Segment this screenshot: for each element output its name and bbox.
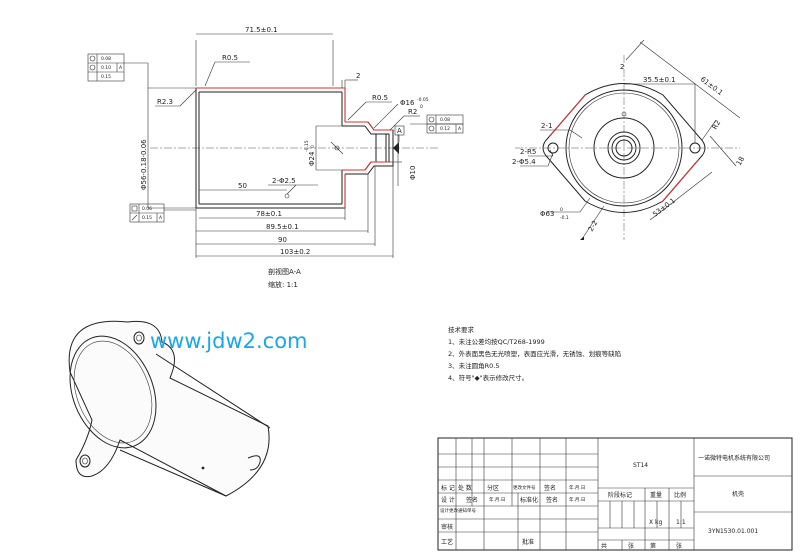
watermark: www.jdw2.com [150,329,308,353]
tb-ratio-val: 1:1 [676,519,686,526]
dim-103: 103±0.2 [280,248,310,256]
dim-78: 78±0.1 [256,210,282,218]
tech-notes: 技术要求 1、未注公差均按QC/T268-1999 2、外表面黑色无光喷塑，表面… [448,325,621,382]
svg-text:0.06: 0.06 [142,206,152,212]
svg-text:A: A [119,65,123,71]
tb-process: 工艺 [441,538,453,546]
tb-part-name: 机壳 [732,490,744,498]
tb-stage: 阶段标记 [608,491,632,499]
tb-date: 年.月.日 [569,484,585,491]
dim-2-phi2-5: 2-Φ2.5 [272,177,296,185]
tb-std: 标准化 [520,496,538,504]
tb-date3: 年.月.日 [569,496,585,503]
dim-2-wall: 2 [356,72,360,80]
dim-89-5: 89.5±0.1 [266,223,299,231]
svg-text:A: A [159,215,163,221]
tolerance-frame-left-bottom: 0.06 0.15 A [129,203,196,223]
tb-count: 处 数 [458,484,472,492]
tech-note-1: 1、未注公差均按QC/T268-1999 [448,337,545,346]
end-view: 61±0.1 35.5±0.1 R2 18 2-1 2-R5 2-Φ5.4 Φ6… [512,39,746,240]
dim-phi16-tol-up: -0.05 [417,97,429,103]
tb-total: 共 [601,542,607,550]
dim-phi63-tol-up: 0 [560,207,563,213]
tb-drawing-no: 3YN1530.01.001 [708,528,758,535]
dim-r2-3: R2.3 [157,98,173,106]
section-view: 71.5±0.1 R0.5 R2.3 2 R0.5 Φ16 -0.05 0 R2… [87,26,464,289]
tb-sign2: 签名 [466,496,478,504]
dim-phi24: Φ24 [308,151,316,166]
title-block: 标 记 处 数 分区 更改文件号 签名 年.月.日 设 计 签名 年.月.日 标… [437,437,793,551]
svg-text:0.08: 0.08 [101,56,111,62]
dim-61: 61±0.1 [699,75,725,97]
dim-35-5: 35.5±0.1 [643,76,676,84]
dim-r0-5-mid: R0.5 [372,94,388,102]
tech-note-2: 2、外表面黑色无光喷塑，表面应光滑，无锈蚀、划痕等缺陷 [448,349,621,358]
dim-phi63-tol-dn: -0.1 [560,215,569,221]
tb-weight-val: X kg [649,519,662,526]
datum-a-label: A [397,127,402,135]
tb-change-doc: 更改文件号 [513,484,536,491]
dim-phi24-tol-up: -0.15 [304,140,310,152]
svg-text:0.15: 0.15 [142,215,152,221]
dim-18: 18 [735,155,746,167]
svg-text:0.10: 0.10 [101,65,111,71]
tb-date2: 年.月.日 [489,496,505,503]
dim-phi16: Φ16 [400,99,415,107]
dim-2-1: 2-1 [541,122,552,130]
tech-note-4: 4、符号"◆"表示修改尺寸。 [448,373,528,382]
dim-2-2: 2-2 [587,219,600,233]
svg-text:0.12: 0.12 [440,126,450,132]
dim-r2-end: R2 [711,119,723,131]
tb-sign3: 签名 [546,496,558,504]
tolerance-frame-right: 0.08 0.12 A [410,114,464,134]
isometric-view [68,320,271,497]
dim-phi16-tol-dn: 0 [420,104,423,110]
dim-2-phi5-4: 2-Φ5.4 [512,158,536,166]
tolerance-frame-left-top: 0.08 0.10 A 0.15 [87,53,149,88]
tb-zone: 分区 [487,484,499,492]
tb-company: 一诺微特电机系统有限公司 [698,454,770,462]
tb-mark: 标 记 [441,484,455,492]
section-caption: 剖视图A-A [268,267,301,276]
tb-sheet2: 张 [676,542,682,550]
tb-sheet: 张 [628,542,634,550]
tb-approve: 批准 [522,538,534,546]
dim-r2-right: R2 [408,108,417,116]
tech-notes-title: 技术要求 [448,325,475,334]
dim-2-r5: 2-R5 [520,148,536,156]
svg-text:0.08: 0.08 [440,117,450,123]
tb-nth: 第 [650,542,656,550]
tb-ratio: 比例 [674,491,686,499]
dim-r0-5-top: R0.5 [222,54,238,62]
svg-text:A: A [458,126,462,132]
tb-part-no: ST14 [633,462,648,469]
tb-small-note: 设计更改通知单号 [440,507,476,514]
tb-weight: 重量 [650,491,662,499]
dim-phi24-tol-dn: 0 [310,145,316,148]
dim-71-5: 71.5±0.1 [245,26,278,34]
svg-text:0.15: 0.15 [101,74,111,80]
tb-design: 设 计 [441,496,455,504]
dim-2-top-end: 2 [620,63,624,71]
tech-note-3: 3、未注圆角R0.5 [448,361,500,370]
dim-90: 90 [278,236,287,244]
dim-phi56: Φ56-0.18-0.06 [140,139,148,190]
dim-phi10: Φ10 [409,166,417,180]
dim-50: 50 [238,182,247,190]
tb-sign: 签名 [544,484,556,492]
tb-review: 审核 [441,523,453,531]
scale-label: 缩放: 1:1 [268,280,298,289]
dim-phi63: Φ63 [540,210,554,218]
